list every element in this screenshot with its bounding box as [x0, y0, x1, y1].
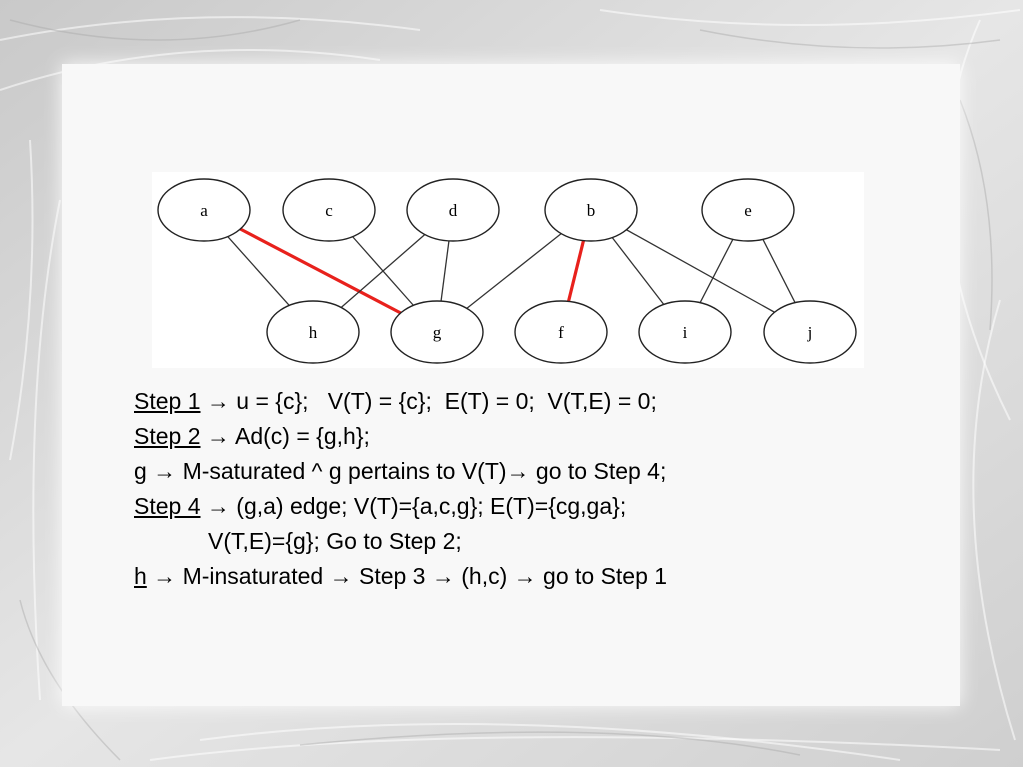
step-label: Step 4: [134, 493, 201, 519]
content-panel: [62, 64, 960, 706]
node-label-c: c: [325, 201, 333, 220]
node-label-i: i: [683, 323, 688, 342]
node-d: [406, 178, 500, 242]
node-c: [282, 178, 376, 242]
node-label-b: b: [587, 201, 596, 220]
edge-b-g: [466, 233, 562, 309]
step-text: → (g,a) edge; V(T)={a,c,g}; E(T)={cg,ga}…: [200, 493, 627, 519]
node-i: [638, 300, 732, 364]
step-line-5: V(T,E)={g}; Go to Step 2;: [134, 524, 934, 559]
node-label-h: h: [309, 323, 318, 342]
edge-d-h: [340, 234, 426, 308]
step-label: Step 2: [134, 423, 201, 449]
node-j: [763, 300, 857, 364]
step-line-6: h → M-insaturated → Step 3 → (h,c) → go …: [134, 559, 934, 594]
step-line-1: Step 1 → u = {c}; V(T) = {c}; E(T) = 0; …: [134, 384, 934, 419]
node-label-a: a: [200, 201, 208, 220]
step-text: → u = {c}; V(T) = {c}; E(T) = 0; V(T,E) …: [200, 388, 657, 414]
step-label: h: [134, 563, 147, 589]
node-f: [514, 300, 608, 364]
node-label-g: g: [433, 323, 442, 342]
step-text: → M-insaturated → Step 3 → (h,c) → go to…: [146, 563, 668, 589]
step-text: → Ad(c) = {g,h};: [200, 423, 370, 449]
step-line-2: Step 2 → Ad(c) = {g,h};: [134, 419, 934, 454]
edge-d-g: [440, 240, 450, 302]
node-a: [157, 178, 251, 242]
step-label: Step 1: [134, 388, 201, 414]
node-g: [390, 300, 484, 364]
edge-e-j: [762, 239, 796, 303]
node-b: [544, 178, 638, 242]
edge-b-i: [611, 237, 665, 305]
step-line-3: g → M-saturated ^ g pertains to V(T)→ go…: [134, 454, 934, 489]
node-label-e: e: [744, 201, 752, 220]
edge-a-h: [227, 236, 290, 306]
matched-edge-a-g: [239, 227, 402, 315]
edge-e-i: [699, 238, 734, 304]
matched-edge-b-f: [566, 240, 586, 302]
bipartite-graph: a c d b e h g f i j: [157, 178, 857, 364]
node-e: [701, 178, 795, 242]
steps-text: Step 1 → u = {c}; V(T) = {c}; E(T) = 0; …: [134, 384, 934, 594]
step-line-4: Step 4 → (g,a) edge; V(T)={a,c,g}; E(T)=…: [134, 489, 934, 524]
step-text: V(T,E)={g}; Go to Step 2;: [208, 528, 462, 554]
node-label-f: f: [558, 323, 564, 342]
node-label-j: j: [807, 323, 813, 342]
node-label-d: d: [449, 201, 458, 220]
step-label: g: [134, 458, 147, 484]
step-text: → M-saturated ^ g pertains to V(T)→ go t…: [146, 458, 667, 484]
edge-b-j: [626, 229, 775, 313]
node-h: [266, 300, 360, 364]
